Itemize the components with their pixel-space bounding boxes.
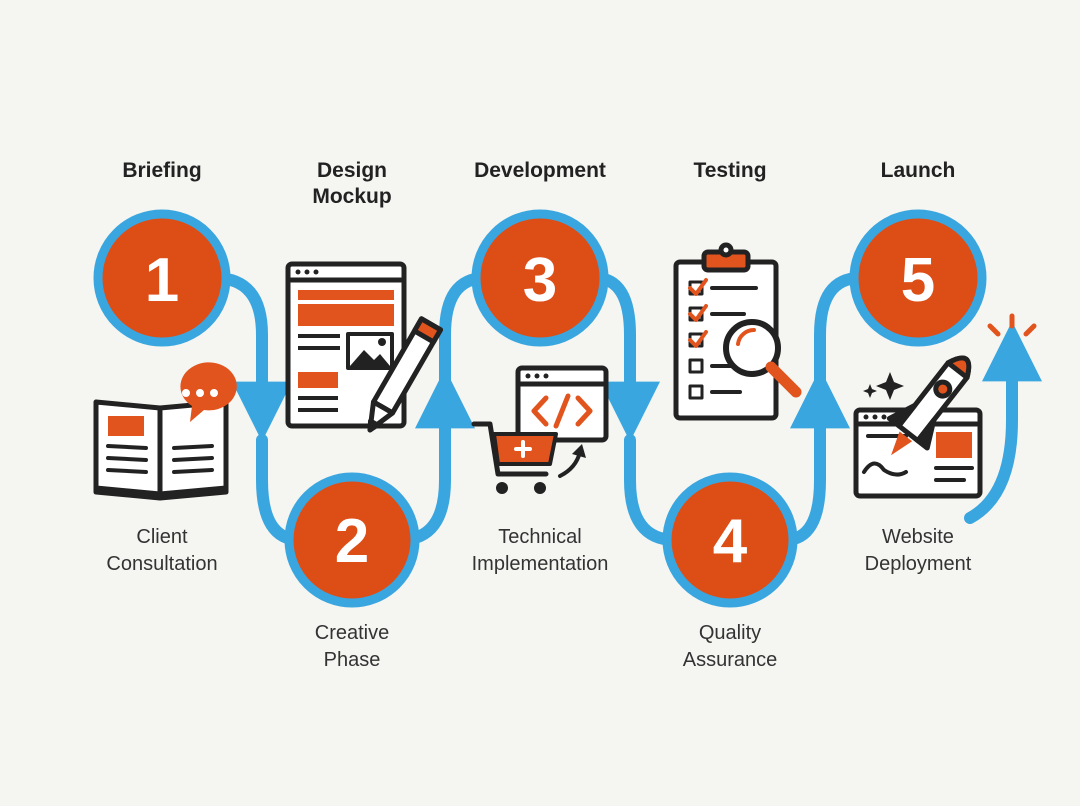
step-badge-4: 4 [662,472,798,608]
step-badge-3: 3 [471,209,609,347]
step-desc-4: Quality Assurance [682,622,778,671]
step-badge-5: 5 [849,209,987,347]
step-desc-2: Creative Phase [314,622,390,671]
step-badge-1: 1 [93,209,231,347]
step-desc-3: Technical Implementation [471,526,609,575]
step-title-2: Design Mockup [312,159,392,208]
step-title-4: Testing [693,159,767,182]
step-number-5: 5 [901,246,935,315]
step-number-2: 2 [335,507,369,576]
step-number-4: 4 [713,507,748,576]
launch-sparks [987,313,1037,337]
step-title-1: Briefing [122,159,202,182]
step-desc-5: Website Deployment [864,526,972,575]
checklist-magnifier-icon [673,242,802,421]
code-window-cart-icon [471,365,609,494]
rocket-browser-icon [853,355,983,499]
step-number-3: 3 [523,246,557,315]
step-badge-2: 2 [284,472,420,608]
step-title-3: Development [474,159,606,182]
step-desc-1: Client Consultation [106,526,218,575]
open-book-chat-icon [93,362,237,501]
wireframe-pencil-icon [285,261,444,433]
step-number-1: 1 [145,246,179,315]
connector-5-launch [964,321,1042,524]
step-title-5: Launch [880,159,956,182]
